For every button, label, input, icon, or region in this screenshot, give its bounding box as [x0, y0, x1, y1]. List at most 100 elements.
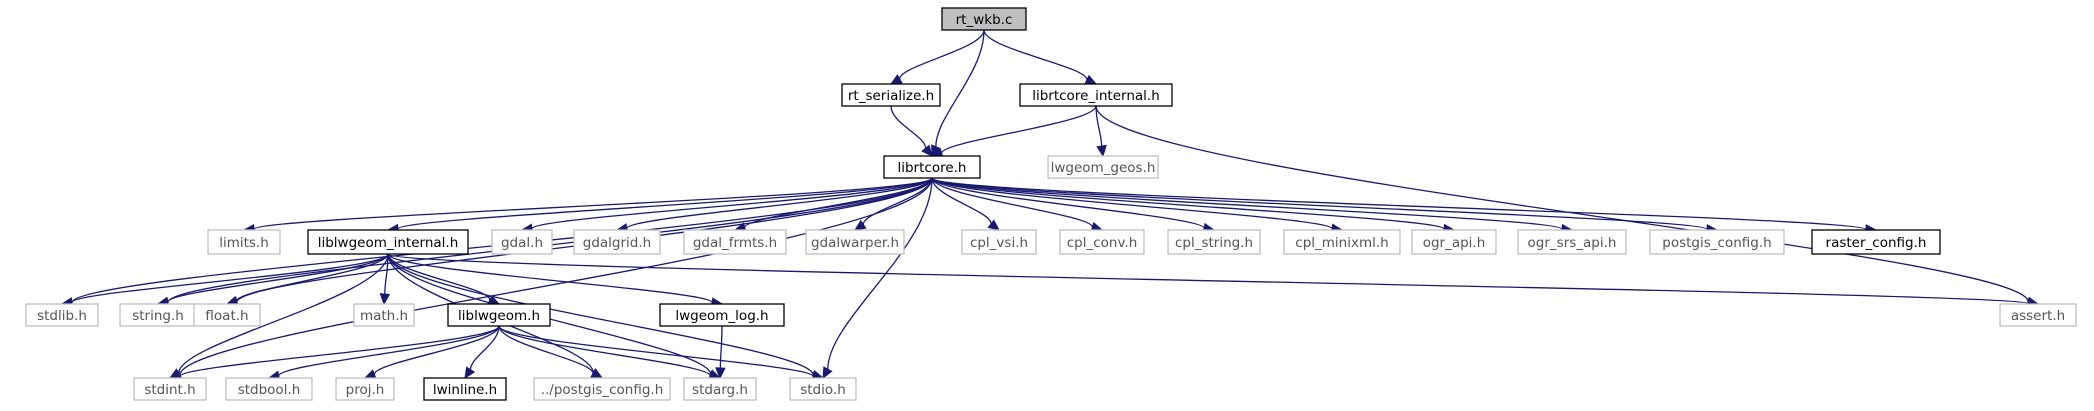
edge-line: [931, 177, 1205, 229]
node-label: math.h: [360, 308, 408, 324]
edge-librtcore-to-cpl-vsi: [931, 177, 1000, 231]
node-box: [307, 229, 469, 255]
node-label: float.h: [205, 308, 248, 324]
node-box: [1059, 229, 1145, 255]
node-box: [683, 229, 787, 255]
node-postgis-config: postgis_config.h: [1649, 229, 1785, 255]
edge-line: [397, 177, 933, 230]
edge-line: [387, 253, 491, 301]
nodes-layer: rt_wkb.c rt_serialize.h librtcore_internal…: [25, 7, 2077, 401]
node-box: [1999, 303, 2077, 327]
edge-line: [931, 177, 1867, 231]
edge-liblwgeom-internal-to-string: [156, 253, 389, 307]
node-stdint: stdint.h: [133, 377, 207, 401]
edge-liblwgeom-to-stdio: [498, 325, 825, 382]
node-liblwgeom-internal[interactable]: liblwgeom_internal.h: [307, 229, 469, 255]
node-label: gdalwarper.h: [811, 235, 899, 251]
node-box: [353, 303, 415, 327]
edge-line: [935, 29, 985, 147]
node-box: [491, 229, 553, 255]
node-label: stdlib.h: [37, 308, 87, 324]
node-box: [1649, 229, 1785, 255]
node-raster-config[interactable]: raster_config.h: [1811, 229, 1941, 255]
node-box: [447, 303, 551, 327]
node-string: string.h: [119, 303, 197, 327]
edge-line: [71, 253, 389, 304]
edge-line: [373, 325, 500, 375]
node-label: librtcore.h: [897, 160, 966, 176]
node-stdlib: stdlib.h: [25, 303, 99, 327]
node-box: [335, 377, 395, 401]
node-label: librtcore_internal.h: [1032, 88, 1160, 104]
node-label: string.h: [132, 308, 184, 324]
node-box: [683, 377, 757, 401]
node-cpl-string: cpl_string.h: [1167, 229, 1261, 255]
node-label: limits.h: [219, 235, 269, 251]
edge-line: [940, 105, 1097, 154]
edge-arrowhead: [1096, 144, 1107, 158]
node-gdalwarper: gdalwarper.h: [805, 229, 905, 255]
edge-line: [626, 177, 933, 229]
edge-line: [179, 177, 933, 376]
node-ogr-srs-api: ogr_srs_api.h: [1517, 229, 1627, 255]
edge-line: [278, 325, 500, 377]
edge-liblwgeom-internal-to-assert: [387, 253, 2040, 309]
edge-line: [498, 325, 711, 377]
node-ogr-api: ogr_api.h: [1411, 229, 1497, 255]
edge-arrowhead: [921, 144, 933, 157]
edge-line: [387, 253, 2029, 305]
edge-arrowhead: [1084, 74, 1098, 85]
node-lwgeom-geos: lwgeom_geos.h: [1047, 155, 1159, 179]
node-rt-wkb: rt_wkb.c: [941, 7, 1027, 31]
edge-line: [983, 29, 1088, 80]
edge-line: [890, 105, 927, 149]
node-box: [25, 303, 99, 327]
node-dotdot-postgis-config: ../postgis_config.h: [533, 377, 671, 401]
node-box: [1019, 83, 1173, 107]
node-liblwgeom[interactable]: liblwgeom.h: [447, 303, 551, 327]
node-assert: assert.h: [1999, 303, 2077, 327]
edge-line: [179, 325, 500, 378]
node-box: [533, 377, 671, 401]
node-librtcore-internal[interactable]: librtcore_internal.h: [1019, 83, 1173, 107]
node-label: assert.h: [2011, 308, 2065, 324]
node-label: liblwgeom_internal.h: [318, 235, 459, 251]
node-label: postgis_config.h: [1662, 235, 1771, 251]
node-box: [1047, 155, 1159, 179]
edge-line: [1095, 105, 1103, 147]
node-lwinline[interactable]: lwinline.h: [423, 377, 507, 401]
node-lwgeom-log[interactable]: lwgeom_log.h: [659, 303, 785, 327]
node-box: [1283, 229, 1401, 255]
edge-liblwgeom-to-proj: [363, 325, 500, 380]
node-label: stdint.h: [144, 382, 195, 398]
edge-arrowhead: [715, 367, 726, 380]
node-label: gdalgrid.h: [583, 235, 651, 251]
node-box: [805, 229, 905, 255]
edge-line: [498, 325, 814, 378]
node-stdio: stdio.h: [789, 377, 857, 401]
node-box: [1411, 229, 1497, 255]
edge-line: [387, 253, 815, 376]
node-label: stdbool.h: [238, 382, 301, 398]
node-label: ogr_srs_api.h: [1528, 235, 1617, 251]
node-rt-serialize[interactable]: rt_serialize.h: [841, 83, 941, 107]
node-label: stdio.h: [800, 382, 846, 398]
node-cpl-minixml: cpl_minixml.h: [1283, 229, 1401, 255]
node-librtcore[interactable]: librtcore.h: [883, 155, 981, 179]
node-label: cpl_conv.h: [1067, 235, 1138, 251]
node-label: ogr_api.h: [1423, 235, 1486, 251]
edge-line: [178, 253, 389, 374]
edge-line: [253, 177, 933, 230]
node-label: gdal_frmts.h: [693, 235, 777, 251]
node-stdbool: stdbool.h: [225, 377, 313, 401]
edge-line: [931, 177, 1333, 230]
node-label: stdarg.h: [692, 382, 748, 398]
node-label: rt_wkb.c: [956, 12, 1013, 28]
edge-librtcore-internal-to-lwgeom-geos: [1095, 105, 1107, 158]
edge-lwgeom-log-to-stdarg: [715, 325, 726, 380]
edge-line: [931, 177, 1708, 230]
node-gdal-frmts: gdal_frmts.h: [683, 229, 787, 255]
edge-liblwgeom-to-stdbool: [267, 325, 500, 381]
edge-arrowhead: [363, 369, 377, 380]
